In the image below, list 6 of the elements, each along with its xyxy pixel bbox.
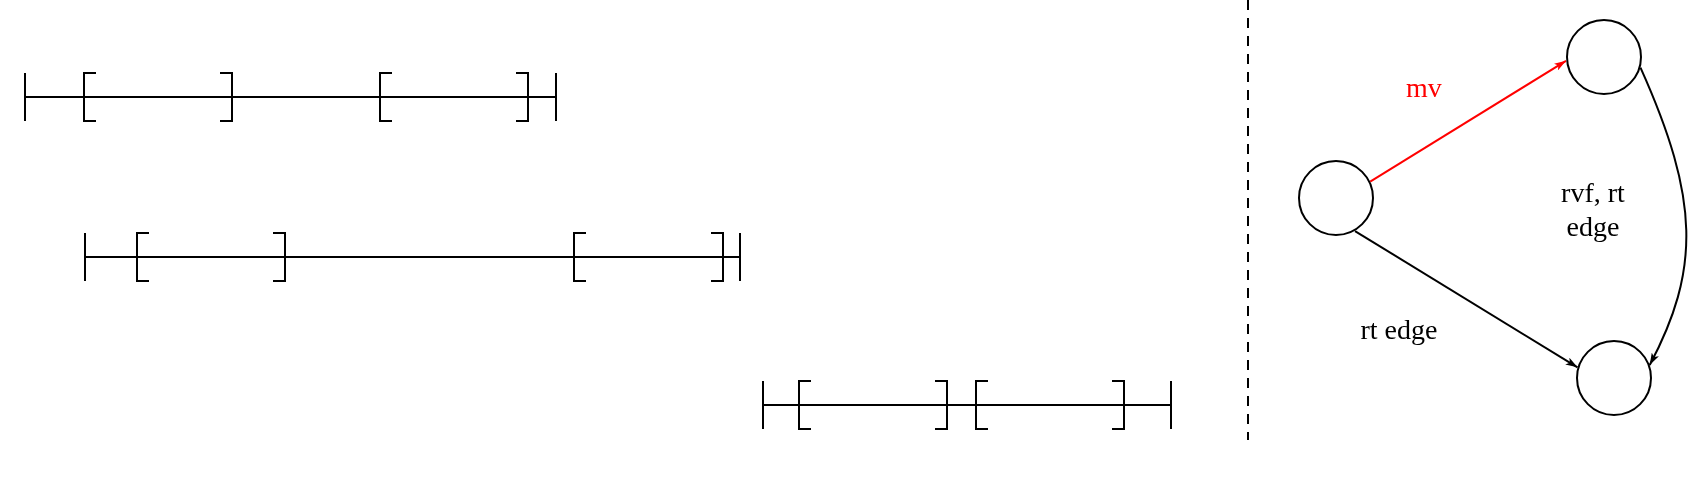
arrow [1639,66,1688,367]
edge-label: rvf, rt edge [1560,176,1626,244]
edge-label: mv [1406,71,1442,105]
arrow [1369,59,1567,183]
edge-label: rt edge [1360,313,1438,347]
arrow [1354,230,1579,369]
